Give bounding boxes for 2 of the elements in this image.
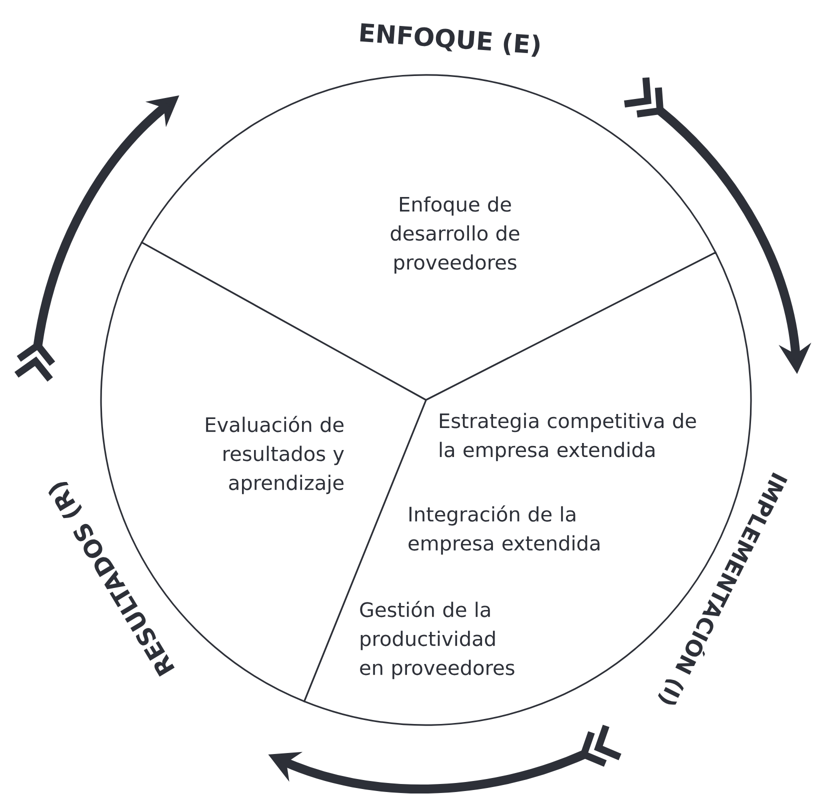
phase-label: ENFOQUE (E) (360, 23, 540, 57)
sector: Enfoque de desarrollo de proveedores (140, 74, 716, 401)
